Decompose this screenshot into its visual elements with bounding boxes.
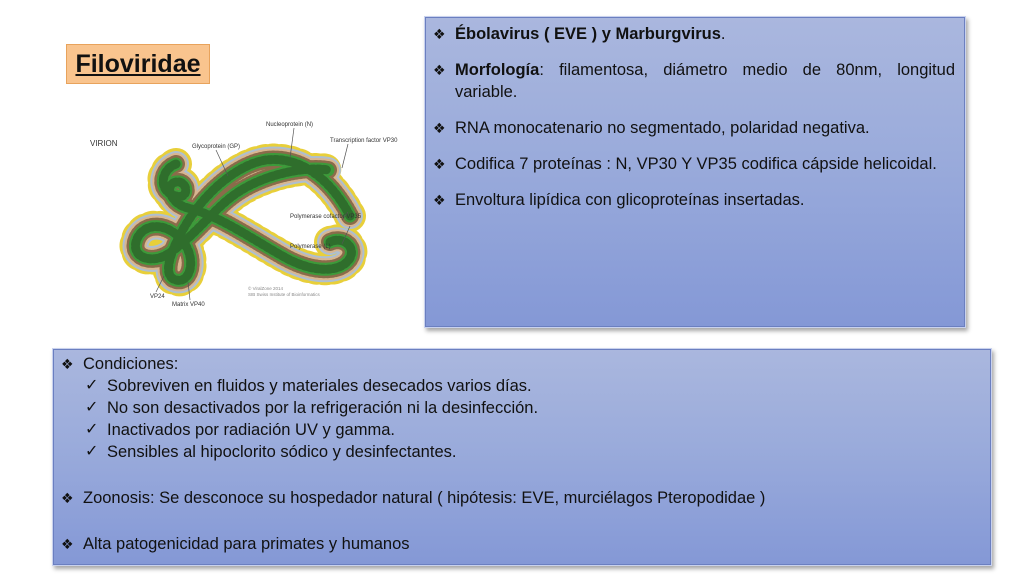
list-item: ❖ Codifica 7 proteínas : N, VP30 Y VP35 …	[433, 153, 955, 175]
diamond-bullet-icon: ❖	[433, 192, 446, 208]
genera-text: Ébolavirus ( EVE ) y Marburgvirus	[455, 25, 721, 43]
condition-item: ✓ Inactivados por radiación UV y gamma.	[85, 421, 395, 439]
label-transcription-factor: Transcription factor VP30	[330, 138, 398, 144]
diamond-bullet-icon: ❖	[433, 120, 446, 136]
label-vp24: VP24	[150, 294, 165, 300]
conditions-panel: ❖ Condiciones: ✓ Sobreviven en fluidos y…	[52, 348, 992, 566]
check-icon: ✓	[85, 443, 99, 460]
genome-text: RNA monocatenario no segmentado, polarid…	[455, 119, 870, 137]
list-item: ❖ Alta patogenicidad para primates y hum…	[61, 533, 981, 555]
virion-diagram: VIRION Glycoprotein (GP) Nucleoprotein (…	[90, 122, 398, 308]
list-item: ❖ Envoltura lipídica con glicoproteínas …	[433, 189, 955, 211]
label-polymerase: Polymerase (L)	[290, 244, 331, 250]
diamond-bullet-icon: ❖	[61, 536, 74, 552]
check-icon: ✓	[85, 377, 99, 394]
list-item: ❖ RNA monocatenario no segmentado, polar…	[433, 117, 955, 139]
copyright-line-2: SIB Swiss Institute of Bioinformatics	[248, 292, 321, 297]
condition-item: ✓ Sensibles al hipoclorito sódico y desi…	[85, 443, 457, 461]
diamond-bullet-icon: ❖	[61, 356, 74, 372]
list-item: ❖ Ébolavirus ( EVE ) y Marburgvirus.	[433, 25, 726, 43]
diamond-bullet-icon: ❖	[433, 62, 446, 78]
label-matrix: Matrix VP40	[172, 302, 205, 308]
page-title: Filoviridae	[66, 44, 210, 84]
diamond-bullet-icon: ❖	[433, 156, 446, 172]
morphology-text: : filamentosa, diámetro medio de 80nm, l…	[455, 61, 955, 101]
envelope-text: Envoltura lipídica con glicoproteínas in…	[455, 191, 805, 209]
zoonosis-text: Zoonosis: Se desconoce su hospedador nat…	[83, 489, 766, 507]
proteins-text: Codifica 7 proteínas : N, VP30 Y VP35 co…	[455, 155, 937, 173]
copyright-line-1: © ViralZone 2014	[248, 285, 284, 291]
list-item: ❖ Zoonosis: Se desconoce su hospedador n…	[61, 487, 981, 509]
label-glycoprotein: Glycoprotein (GP)	[192, 144, 240, 150]
conditions-label: Condiciones:	[83, 355, 179, 373]
pathogenicity-text: Alta patogenicidad para primates y human…	[83, 535, 410, 553]
morphology-label: Morfología	[455, 61, 540, 79]
label-polymerase-cofactor: Polymerase cofactor VP35	[290, 214, 362, 220]
list-item: ❖ Condiciones:	[61, 353, 981, 375]
list-item: ❖ Morfología: filamentosa, diámetro medi…	[433, 59, 955, 103]
virion-label: VIRION	[90, 139, 118, 148]
diamond-bullet-icon: ❖	[61, 490, 74, 506]
diamond-bullet-icon: ❖	[433, 26, 446, 42]
virus-description-panel: ❖ Ébolavirus ( EVE ) y Marburgvirus. ❖ M…	[424, 16, 966, 328]
check-icon: ✓	[85, 421, 99, 438]
check-icon: ✓	[85, 399, 99, 416]
label-nucleoprotein: Nucleoprotein (N)	[266, 122, 313, 128]
condition-item: ✓ Sobreviven en fluidos y materiales des…	[85, 377, 532, 395]
condition-item: ✓ No son desactivados por la refrigeraci…	[85, 399, 539, 417]
